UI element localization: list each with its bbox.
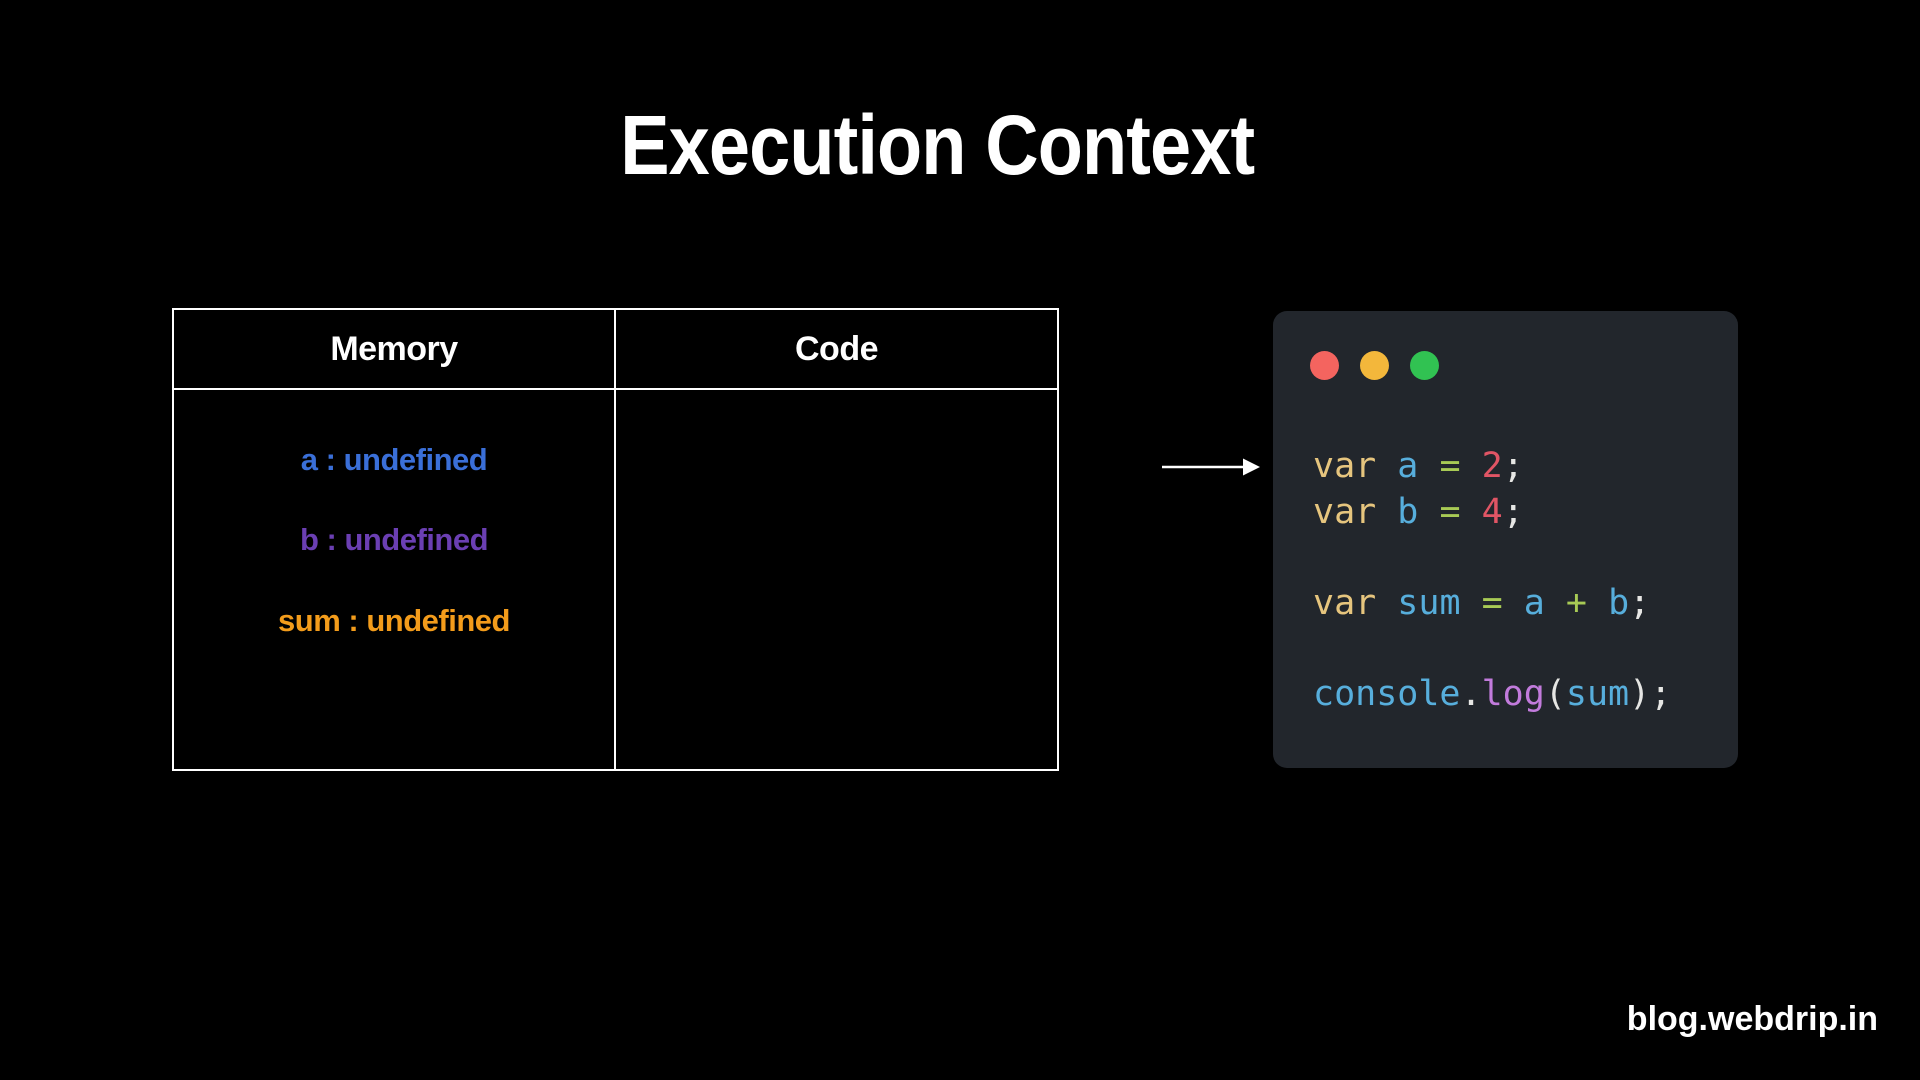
memory-item-b: b : undefined	[299, 522, 489, 557]
traffic-light-maximize-icon	[1410, 351, 1439, 380]
traffic-lights-group	[1310, 351, 1439, 380]
code-token-number: 2	[1481, 446, 1503, 486]
code-token-operator: =	[1439, 491, 1461, 532]
code-token-punctuation	[1376, 492, 1397, 532]
memory-column-header: Memory	[174, 310, 616, 388]
code-token-identifier: a	[1523, 582, 1545, 623]
code-token-punctuation: ;	[1502, 446, 1524, 486]
code-token-keyword: var	[1313, 491, 1377, 532]
code-token-punctuation	[1461, 446, 1482, 486]
code-token-punctuation: (	[1544, 673, 1566, 714]
code-token-punctuation: .	[1460, 673, 1482, 714]
code-token-punctuation	[1461, 583, 1482, 623]
code-token-identifier: a	[1397, 446, 1419, 486]
code-token-punctuation	[1503, 583, 1524, 623]
code-token-identifier: b	[1397, 491, 1419, 532]
page-title-text: Execution Context	[620, 98, 1255, 192]
traffic-light-minimize-icon	[1360, 351, 1389, 380]
code-line-5	[1313, 626, 1671, 672]
code-block: var a = 2;var b = 4;var sum = a + b;cons…	[1313, 444, 1671, 717]
code-token-operator: =	[1481, 582, 1503, 623]
code-token-punctuation	[1418, 446, 1439, 486]
code-token-operator: +	[1565, 582, 1587, 623]
memory-item-sum: sum : undefined	[278, 603, 510, 638]
code-token-keyword: var	[1313, 446, 1377, 486]
memory-item-a: a : undefined	[300, 442, 488, 477]
code-cell	[616, 390, 1057, 769]
code-line-2: var b = 4;	[1313, 490, 1671, 536]
code-token-punctuation: )	[1629, 673, 1651, 714]
code-token-punctuation	[1418, 492, 1439, 532]
memory-cell: a : undefined b : undefined sum : undefine…	[174, 390, 616, 769]
code-token-punctuation	[1376, 446, 1397, 486]
code-token-punctuation: ;	[1502, 491, 1524, 532]
code-token-punctuation: ;	[1650, 673, 1672, 714]
code-line-3	[1313, 535, 1671, 581]
code-token-keyword: var	[1313, 582, 1377, 623]
code-token-punctuation	[1545, 583, 1566, 623]
code-token-punctuation	[1376, 583, 1397, 623]
code-token-method: log	[1481, 673, 1545, 714]
table-body-row: a : undefined b : undefined sum : undefine…	[174, 390, 1057, 769]
code-line-6: console.log(sum);	[1313, 672, 1671, 718]
code-line-4: var sum = a + b;	[1313, 581, 1671, 627]
right-arrow-icon	[1162, 458, 1260, 476]
code-token-identifier: sum	[1397, 582, 1461, 623]
code-token-punctuation	[1461, 492, 1482, 532]
page-title: Execution Context	[0, 103, 1874, 187]
code-token-identifier: console	[1313, 673, 1461, 714]
code-column-header: Code	[795, 329, 879, 368]
code-token-operator: =	[1439, 446, 1461, 486]
code-token-identifier: sum	[1565, 673, 1630, 714]
code-token-number: 4	[1481, 491, 1503, 532]
code-editor-window: var a = 2;var b = 4;var sum = a + b;cons…	[1273, 311, 1738, 768]
traffic-light-close-icon	[1310, 351, 1339, 380]
code-token-identifier: b	[1608, 582, 1630, 623]
code-token-punctuation: ;	[1629, 582, 1651, 623]
watermark-text: blog.webdrip.in	[1626, 1000, 1878, 1038]
table-header-row: Memory Code	[174, 310, 1057, 390]
code-line-1: var a = 2;	[1313, 444, 1671, 490]
code-token-punctuation	[1587, 583, 1608, 623]
execution-context-table: Memory Code a : undefined b : undefined su…	[172, 308, 1059, 771]
